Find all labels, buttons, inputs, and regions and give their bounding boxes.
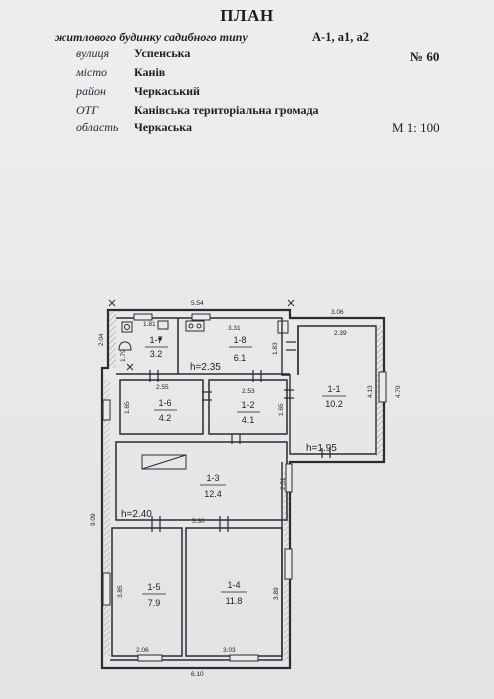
exterior-walls bbox=[100, 308, 386, 670]
room-label: 1-6 bbox=[158, 398, 171, 408]
dimension: 3.85 bbox=[117, 585, 124, 598]
doors bbox=[149, 341, 331, 532]
dimension: 2.04 bbox=[98, 333, 105, 346]
windows bbox=[102, 313, 387, 662]
building-series: А-1, а1, а2 bbox=[312, 30, 369, 44]
dimension: 5.30 bbox=[192, 518, 205, 525]
city-value: Канів bbox=[134, 65, 166, 79]
room-area: 10.2 bbox=[325, 399, 343, 409]
dimension: 1.65 bbox=[278, 403, 285, 416]
document-subtitle: житлового будинку садибного типу bbox=[55, 30, 248, 44]
scale-label: М 1: 100 bbox=[392, 120, 440, 135]
dimension: 3.89 bbox=[273, 587, 280, 600]
room-labels: 1-7 3.2 1-8 6.1 1-1 10.2 1-6 4.2 1-2 4.1… bbox=[142, 335, 346, 608]
dimension: 3.03 bbox=[223, 647, 236, 654]
dimension: 3.31 bbox=[228, 325, 241, 332]
room-area: 12.4 bbox=[204, 489, 222, 499]
corner-markers bbox=[108, 299, 295, 371]
district-label: район bbox=[76, 84, 106, 98]
district-value: Черкаський bbox=[134, 84, 200, 98]
house-number: № 60 bbox=[410, 49, 440, 64]
street-label: вулиця bbox=[76, 46, 110, 60]
dimension-labels: 5.54 3.06 1.81 3.31 2.39 2.55 2.53 5.30 … bbox=[90, 300, 402, 678]
room-area: 3.2 bbox=[150, 349, 163, 359]
region-label: область bbox=[76, 120, 119, 134]
room-label: 1-5 bbox=[147, 582, 160, 592]
dimension: 5.54 bbox=[191, 300, 204, 307]
dimension: 2.55 bbox=[156, 384, 169, 391]
ceiling-heights: h=2.35 h=1.95 h=2.40 bbox=[121, 362, 337, 520]
dimension: 1.81 bbox=[143, 321, 156, 328]
stove-oven-icon bbox=[141, 454, 187, 470]
dimension: 6.10 bbox=[191, 671, 204, 678]
dimension: 2.39 bbox=[334, 330, 347, 337]
city-label: місто bbox=[76, 65, 107, 79]
room-label: 1-3 bbox=[206, 473, 219, 483]
region-value: Черкаська bbox=[134, 120, 192, 134]
room-label: 1-1 bbox=[327, 384, 340, 394]
room-label: 1-7 bbox=[149, 335, 162, 345]
room-label: 1-8 bbox=[233, 335, 246, 345]
dimension: 2.53 bbox=[242, 388, 255, 395]
dimension: 2.06 bbox=[136, 647, 149, 654]
height-label: h=2.40 bbox=[121, 509, 152, 520]
dimension: 3.06 bbox=[331, 309, 344, 316]
fixtures bbox=[118, 320, 289, 470]
room-area: 4.2 bbox=[159, 413, 172, 423]
height-label: h=1.95 bbox=[306, 443, 337, 454]
community-label: ОТГ bbox=[76, 103, 99, 117]
height-label: h=2.35 bbox=[190, 362, 221, 373]
dimension: 1.65 bbox=[124, 401, 131, 414]
washbasin-icon bbox=[157, 320, 169, 330]
room-area: 11.8 bbox=[226, 596, 243, 606]
document-title: ПЛАН bbox=[220, 6, 274, 25]
stove-icon bbox=[185, 320, 205, 332]
dimension: 4.70 bbox=[395, 385, 402, 398]
dimension: 1.83 bbox=[272, 342, 279, 355]
boiler-icon bbox=[277, 320, 289, 334]
sink-icon bbox=[121, 321, 133, 333]
room-area: 6.1 bbox=[234, 353, 247, 363]
room-label: 1-2 bbox=[241, 400, 254, 410]
street-value: Успенська bbox=[134, 46, 191, 60]
dimension: 1.79 bbox=[120, 349, 127, 362]
dimension: 2.51 bbox=[280, 477, 287, 490]
dimension: 4.13 bbox=[367, 385, 374, 398]
dimension: 9.09 bbox=[90, 513, 97, 526]
toilet-icon bbox=[118, 341, 132, 351]
room-label: 1-4 bbox=[227, 580, 240, 590]
room-area: 7.9 bbox=[148, 598, 161, 608]
room-area: 4.1 bbox=[242, 415, 255, 425]
wall-hatching bbox=[104, 312, 384, 660]
community-value: Канівська територіальна громада bbox=[134, 103, 319, 117]
